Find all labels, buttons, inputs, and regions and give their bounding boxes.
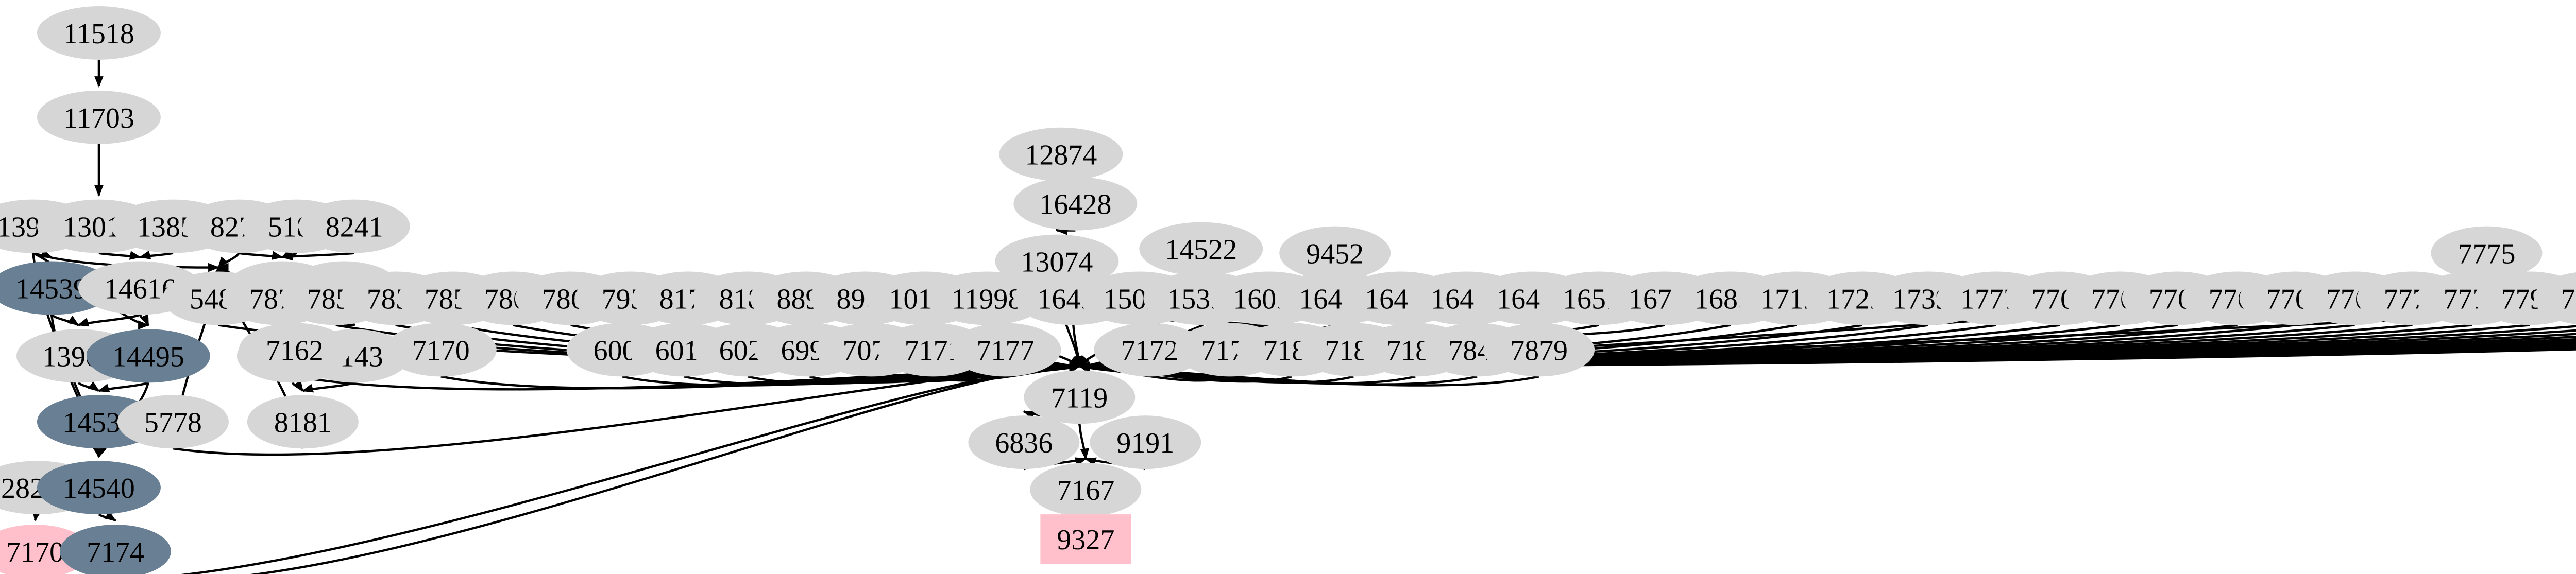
node-label: 11518 bbox=[63, 18, 134, 50]
node-ellipse-shape[interactable] bbox=[117, 395, 229, 449]
graph-node[interactable]: 9191 bbox=[1090, 415, 1201, 469]
graph-edge bbox=[98, 511, 116, 522]
node-ellipse-shape[interactable] bbox=[1030, 463, 1142, 517]
graph-node[interactable]: 14522 bbox=[1139, 222, 1263, 276]
graph-edge bbox=[139, 314, 149, 326]
node-label: 7174 bbox=[87, 536, 144, 568]
node-ellipse-shape[interactable] bbox=[927, 271, 1047, 325]
node-label: 7170 bbox=[412, 335, 470, 367]
graph-node[interactable]: 7177 bbox=[950, 323, 1061, 377]
graph-edge bbox=[77, 381, 100, 392]
node-ellipse-shape[interactable] bbox=[59, 525, 171, 574]
graph-node[interactable]: 14539 bbox=[0, 261, 113, 315]
graph-node[interactable]: 6836 bbox=[968, 415, 1080, 469]
node-label: 16428 bbox=[1039, 189, 1111, 221]
node-label: 7775 bbox=[2458, 238, 2516, 270]
node-label: 7170 bbox=[6, 536, 64, 568]
graph-node[interactable]: 7162 bbox=[239, 323, 350, 377]
node-label: 7879 bbox=[1510, 335, 1568, 367]
node-label: 7119 bbox=[1051, 382, 1108, 414]
node-label: 11998 bbox=[951, 283, 1022, 315]
node-label: 14540 bbox=[63, 473, 135, 505]
graph-edge bbox=[250, 361, 1081, 574]
graph-edge bbox=[239, 251, 283, 260]
graph-node[interactable]: 11518 bbox=[37, 6, 161, 60]
node-ellipse-shape[interactable] bbox=[239, 323, 350, 377]
node-ellipse-shape[interactable] bbox=[1483, 323, 1595, 377]
graph-node[interactable]: 7172 bbox=[1094, 323, 1206, 377]
node-label: 6836 bbox=[995, 427, 1053, 459]
node-label: 14539 bbox=[15, 273, 88, 305]
node-ellipse-shape[interactable] bbox=[0, 261, 113, 315]
graph-node[interactable]: 7775 bbox=[2431, 226, 2543, 280]
node-ellipse-shape[interactable] bbox=[37, 461, 161, 515]
node-ellipse-shape[interactable] bbox=[1024, 370, 1136, 424]
graph-node[interactable]: 8241 bbox=[298, 199, 410, 253]
node-label: 7167 bbox=[1057, 475, 1114, 507]
graph-edge bbox=[1078, 424, 1090, 460]
node-label: 7177 bbox=[976, 335, 1034, 367]
node-label: 12874 bbox=[1025, 140, 1097, 171]
graph-edge bbox=[180, 361, 1081, 574]
node-ellipse-shape[interactable] bbox=[999, 127, 1123, 181]
node-label: 9327 bbox=[1057, 524, 1114, 556]
node-ellipse-shape[interactable] bbox=[1279, 226, 1391, 280]
graph-edge bbox=[98, 251, 142, 260]
node-label: 8181 bbox=[274, 407, 332, 439]
node-label: 7162 bbox=[266, 335, 324, 367]
graph-edge bbox=[291, 380, 304, 392]
node-box-shape[interactable] bbox=[1040, 514, 1131, 564]
node-label: 9191 bbox=[1116, 427, 1174, 459]
node-label: 7779 bbox=[2561, 283, 2576, 315]
graph-node[interactable]: 7167 bbox=[1030, 463, 1142, 517]
node-ellipse-shape[interactable] bbox=[1139, 222, 1263, 276]
node-label: 11703 bbox=[63, 102, 134, 134]
node-label: 7172 bbox=[1121, 335, 1178, 367]
node-label: 14495 bbox=[112, 341, 184, 373]
node-ellipse-shape[interactable] bbox=[298, 199, 410, 253]
graph-node[interactable]: 5778 bbox=[117, 395, 229, 449]
graph-node[interactable]: 8181 bbox=[247, 395, 359, 449]
graph-node[interactable]: 11703 bbox=[37, 90, 161, 144]
graph-node[interactable]: 12874 bbox=[999, 127, 1123, 181]
graph-edge bbox=[217, 252, 240, 269]
node-ellipse-shape[interactable] bbox=[1090, 415, 1201, 469]
node-ellipse-shape[interactable] bbox=[1013, 177, 1138, 231]
node-ellipse-shape[interactable] bbox=[2431, 226, 2543, 280]
graph-edge bbox=[139, 250, 174, 259]
node-ellipse-shape[interactable] bbox=[950, 323, 1061, 377]
node-label: 8241 bbox=[326, 212, 383, 243]
node-ellipse-shape[interactable] bbox=[385, 323, 497, 377]
node-ellipse-shape[interactable] bbox=[2534, 272, 2576, 325]
graph-edge bbox=[281, 251, 355, 261]
graph-node[interactable]: 7119 bbox=[1024, 370, 1136, 424]
node-ellipse-shape[interactable] bbox=[968, 415, 1080, 469]
graph-node[interactable]: 7170 bbox=[385, 323, 497, 377]
graph-edge bbox=[97, 381, 149, 393]
graph-node[interactable]: 11998 bbox=[927, 271, 1047, 325]
graph-node[interactable]: 7174 bbox=[59, 525, 171, 574]
graph-node[interactable]: 9452 bbox=[1279, 226, 1391, 280]
node-label: 5778 bbox=[144, 407, 202, 439]
graph-node[interactable]: 16428 bbox=[1013, 177, 1138, 231]
node-label: 9452 bbox=[1306, 238, 1364, 270]
graph-node[interactable]: 14540 bbox=[37, 461, 161, 515]
graph-node[interactable]: 9327 bbox=[1040, 514, 1131, 564]
node-ellipse-shape[interactable] bbox=[247, 395, 359, 449]
graph-edge bbox=[50, 314, 79, 326]
node-ellipse-shape[interactable] bbox=[86, 329, 210, 383]
node-ellipse-shape[interactable] bbox=[37, 90, 161, 144]
graph-node[interactable]: 14495 bbox=[86, 329, 210, 383]
graph-node[interactable]: 7879 bbox=[1483, 323, 1595, 377]
node-label: 14522 bbox=[1165, 234, 1237, 266]
graph-edge bbox=[32, 510, 42, 522]
graph-node[interactable]: 7779 bbox=[2534, 272, 2576, 325]
node-ellipse-shape[interactable] bbox=[37, 6, 161, 60]
graph-edge bbox=[77, 314, 141, 327]
node-ellipse-shape[interactable] bbox=[1094, 323, 1206, 377]
